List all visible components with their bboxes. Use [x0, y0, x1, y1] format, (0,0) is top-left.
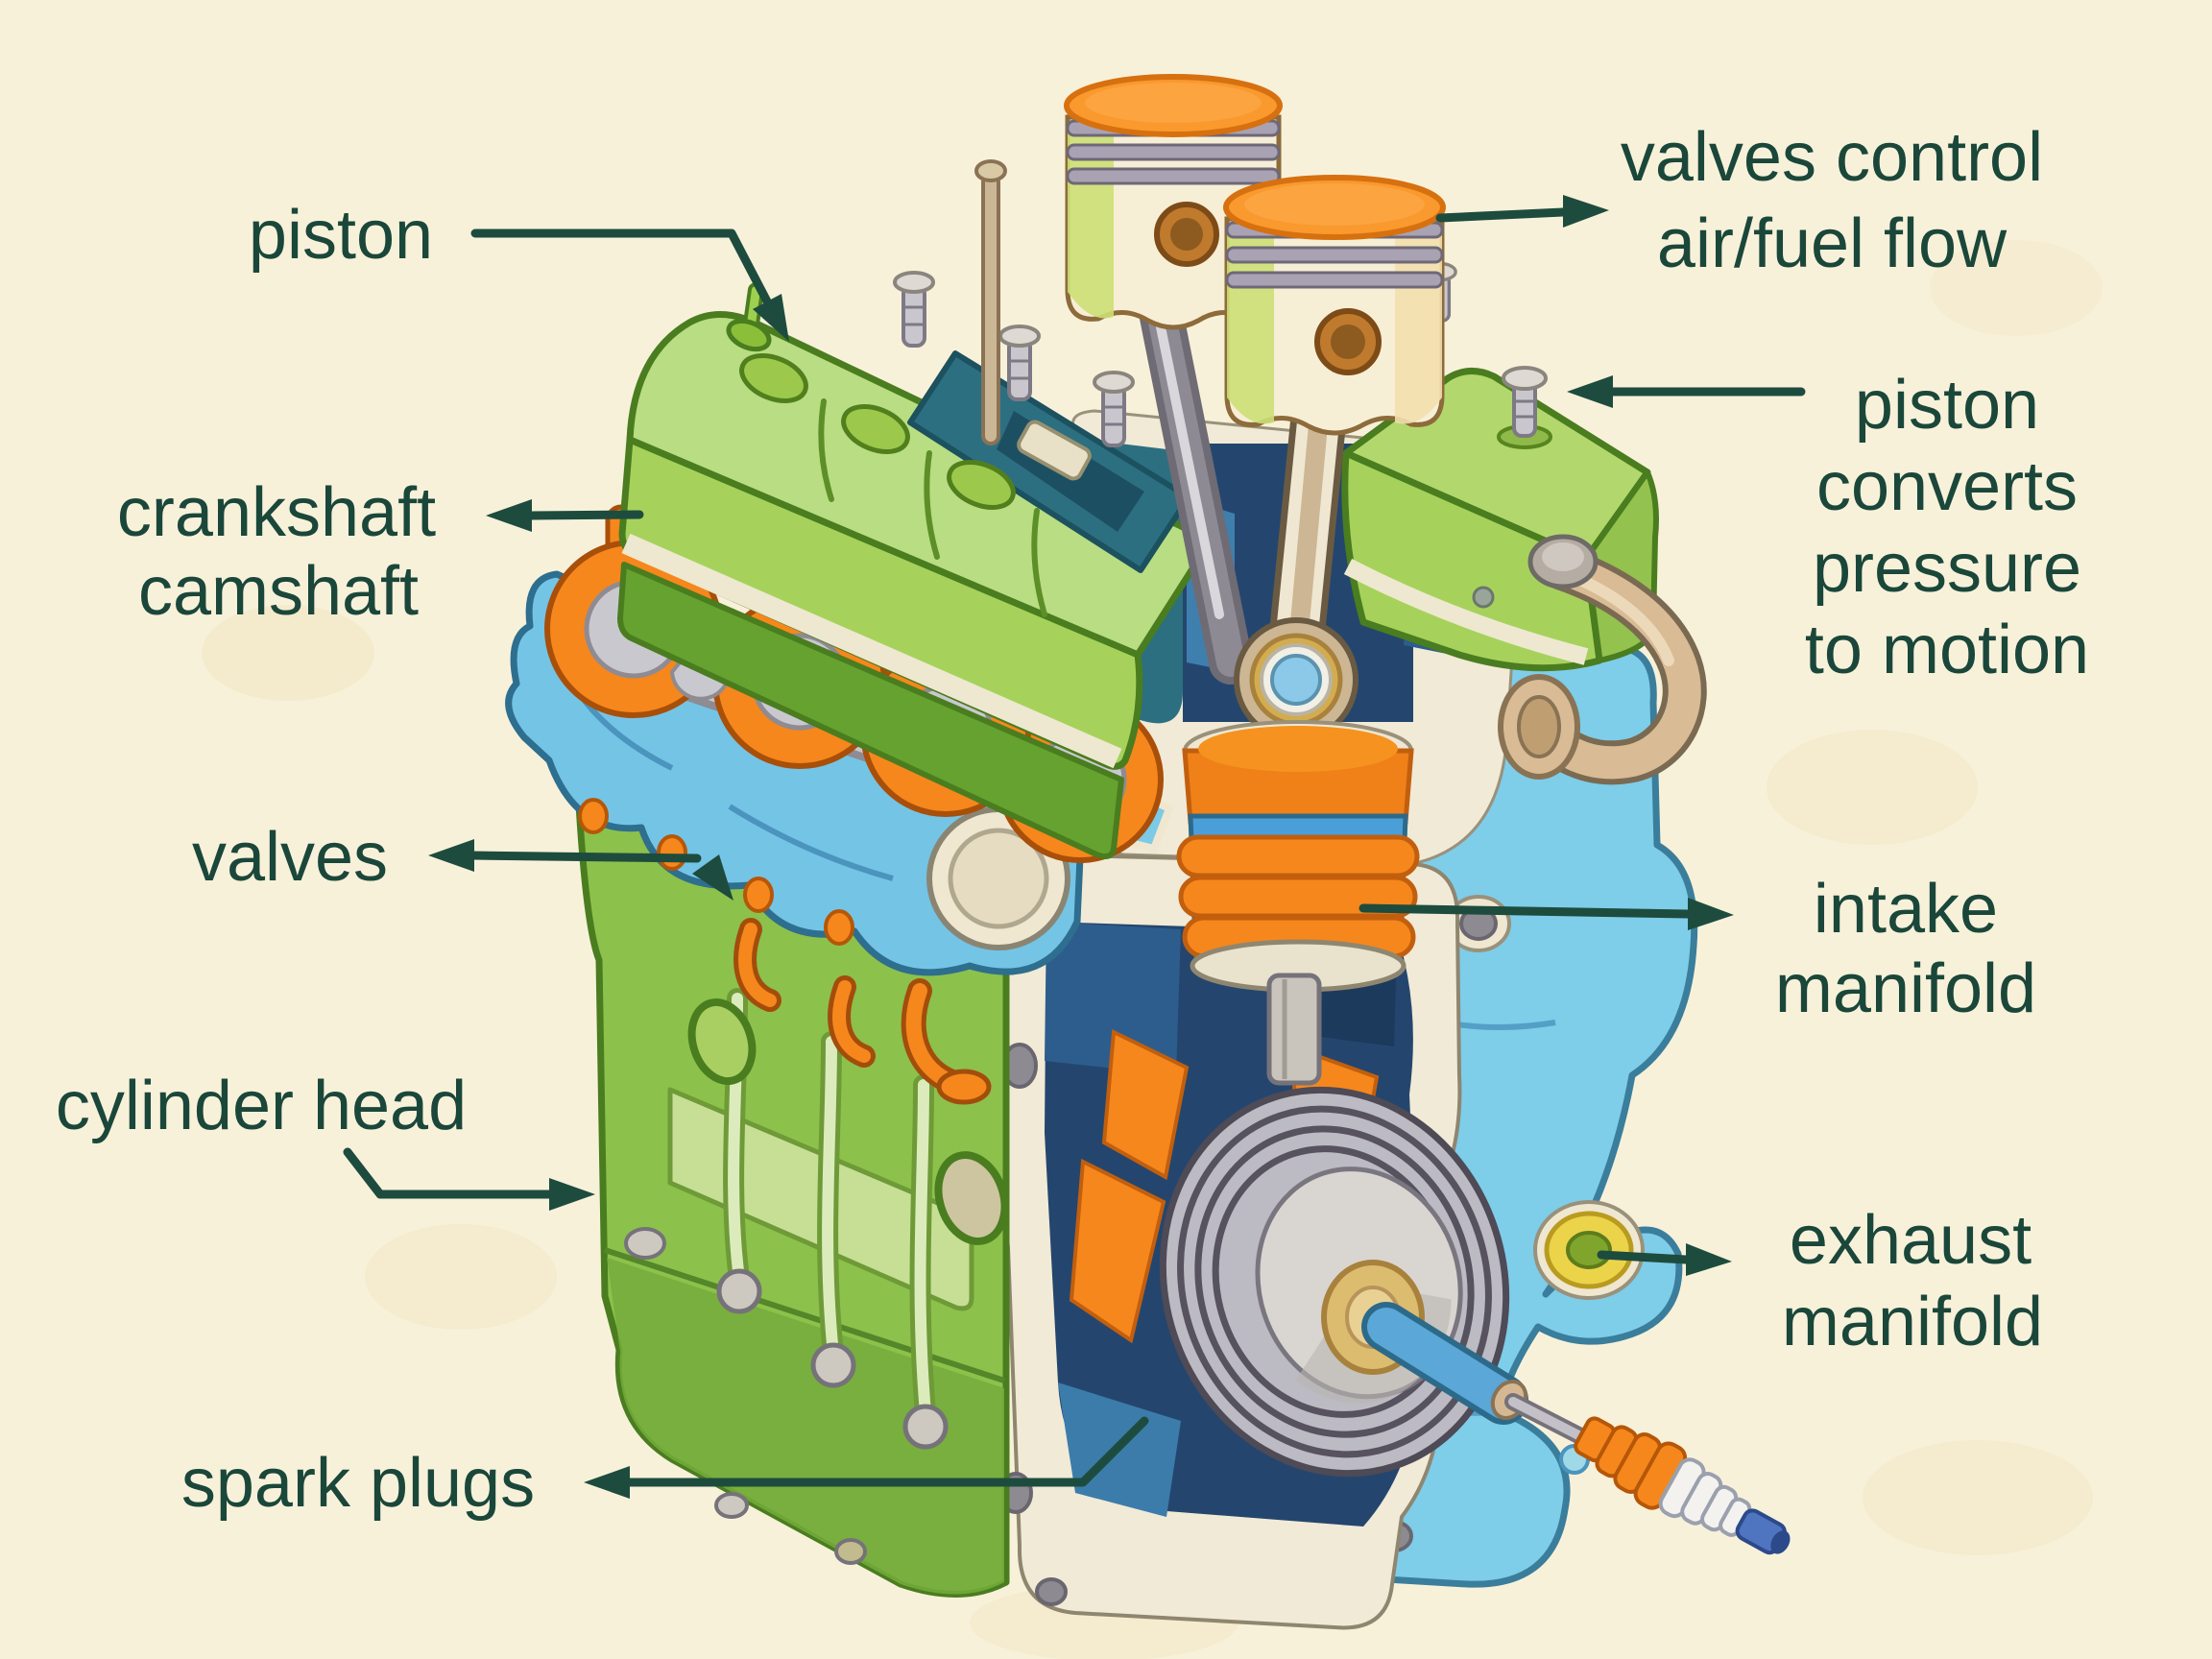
crankshaft-arrow	[527, 510, 644, 520]
cylinder-head-label-text: cylinder head	[56, 1068, 467, 1144]
engine-illustration	[505, 74, 1791, 1630]
cover-studs	[893, 271, 1135, 447]
exhaust-port	[1533, 1200, 1645, 1300]
piston-label-text: piston	[249, 197, 433, 274]
piston-converts-line3: pressure	[1813, 530, 2081, 607]
label-valves: valves	[192, 819, 733, 901]
exhaust-arrow	[1597, 1250, 1691, 1264]
valves-control-arrow	[1435, 207, 1568, 223]
valves-arrowhead-right	[692, 854, 733, 901]
dome-bolts	[624, 1227, 867, 1565]
intake-arrow	[1358, 903, 1693, 919]
spark-plugs-arrow	[625, 1416, 1149, 1487]
piston-converts-line1: piston	[1855, 367, 2039, 444]
label-spark-plugs: spark plugs	[181, 1416, 1149, 1522]
label-exhaust-manifold: exhaust manifold	[1597, 1202, 2043, 1360]
intake-label-line2: manifold	[1775, 950, 2036, 1027]
label-valves-control: valves control air/fuel flow	[1435, 119, 2043, 282]
label-piston-converts: piston converts pressure to motion	[1567, 367, 2089, 688]
crankshaft-label-text: crankshaft	[117, 474, 436, 551]
intake-label-line1: intake	[1814, 871, 1998, 948]
camshaft-label-text: camshaft	[138, 553, 419, 630]
rod-big-end	[1234, 617, 1358, 742]
piston-2	[1223, 175, 1446, 436]
intake-column	[1176, 720, 1420, 1086]
intake-ribs	[1176, 834, 1420, 959]
intake-arrowhead	[1688, 898, 1734, 930]
connecting-rods	[1138, 285, 1358, 742]
piston-arrow	[470, 228, 772, 306]
cylinder-head-arrow	[343, 1147, 554, 1199]
valves-control-line1: valves control	[1621, 119, 2043, 196]
label-intake-manifold: intake manifold	[1358, 871, 2036, 1027]
piston-converts-arrowhead	[1567, 375, 1613, 408]
label-piston: piston	[249, 197, 789, 342]
piston-converts-line2: converts	[1816, 448, 2078, 525]
piston-top	[1223, 175, 1446, 240]
valve-stem	[1497, 366, 1552, 449]
valves-control-arrowhead	[1563, 195, 1609, 228]
flywheel-assembly	[1159, 1086, 1791, 1555]
crankshaft-arrowhead	[486, 499, 532, 532]
label-cylinder-head: cylinder head	[56, 1068, 595, 1211]
tall-pushrod	[974, 159, 1007, 445]
annotations: piston valves control air/fuel flow pist…	[56, 119, 2089, 1522]
engine-top-cover	[617, 159, 1206, 859]
spark-plugs-label-text: spark plugs	[181, 1445, 535, 1522]
valves-control-line2: air/fuel flow	[1657, 205, 2008, 282]
spark-plugs-arrowhead	[584, 1466, 630, 1499]
piston-converts-line4: to motion	[1805, 612, 2089, 688]
valves-arrow	[468, 851, 702, 863]
exhaust-label-line1: exhaust	[1790, 1202, 2032, 1279]
cylinder-head-arrowhead	[549, 1178, 595, 1211]
pipe	[1498, 534, 1707, 785]
exhaust-arrowhead	[1686, 1243, 1732, 1276]
piston-arrowhead	[753, 294, 789, 342]
label-crankshaft-camshaft: crankshaft camshaft	[117, 474, 644, 630]
valves-label-text: valves	[192, 819, 388, 896]
spark-plug-illustration	[1574, 1416, 1791, 1555]
exhaust-label-line2: manifold	[1782, 1284, 2043, 1360]
valves-arrowhead-left	[428, 839, 474, 872]
